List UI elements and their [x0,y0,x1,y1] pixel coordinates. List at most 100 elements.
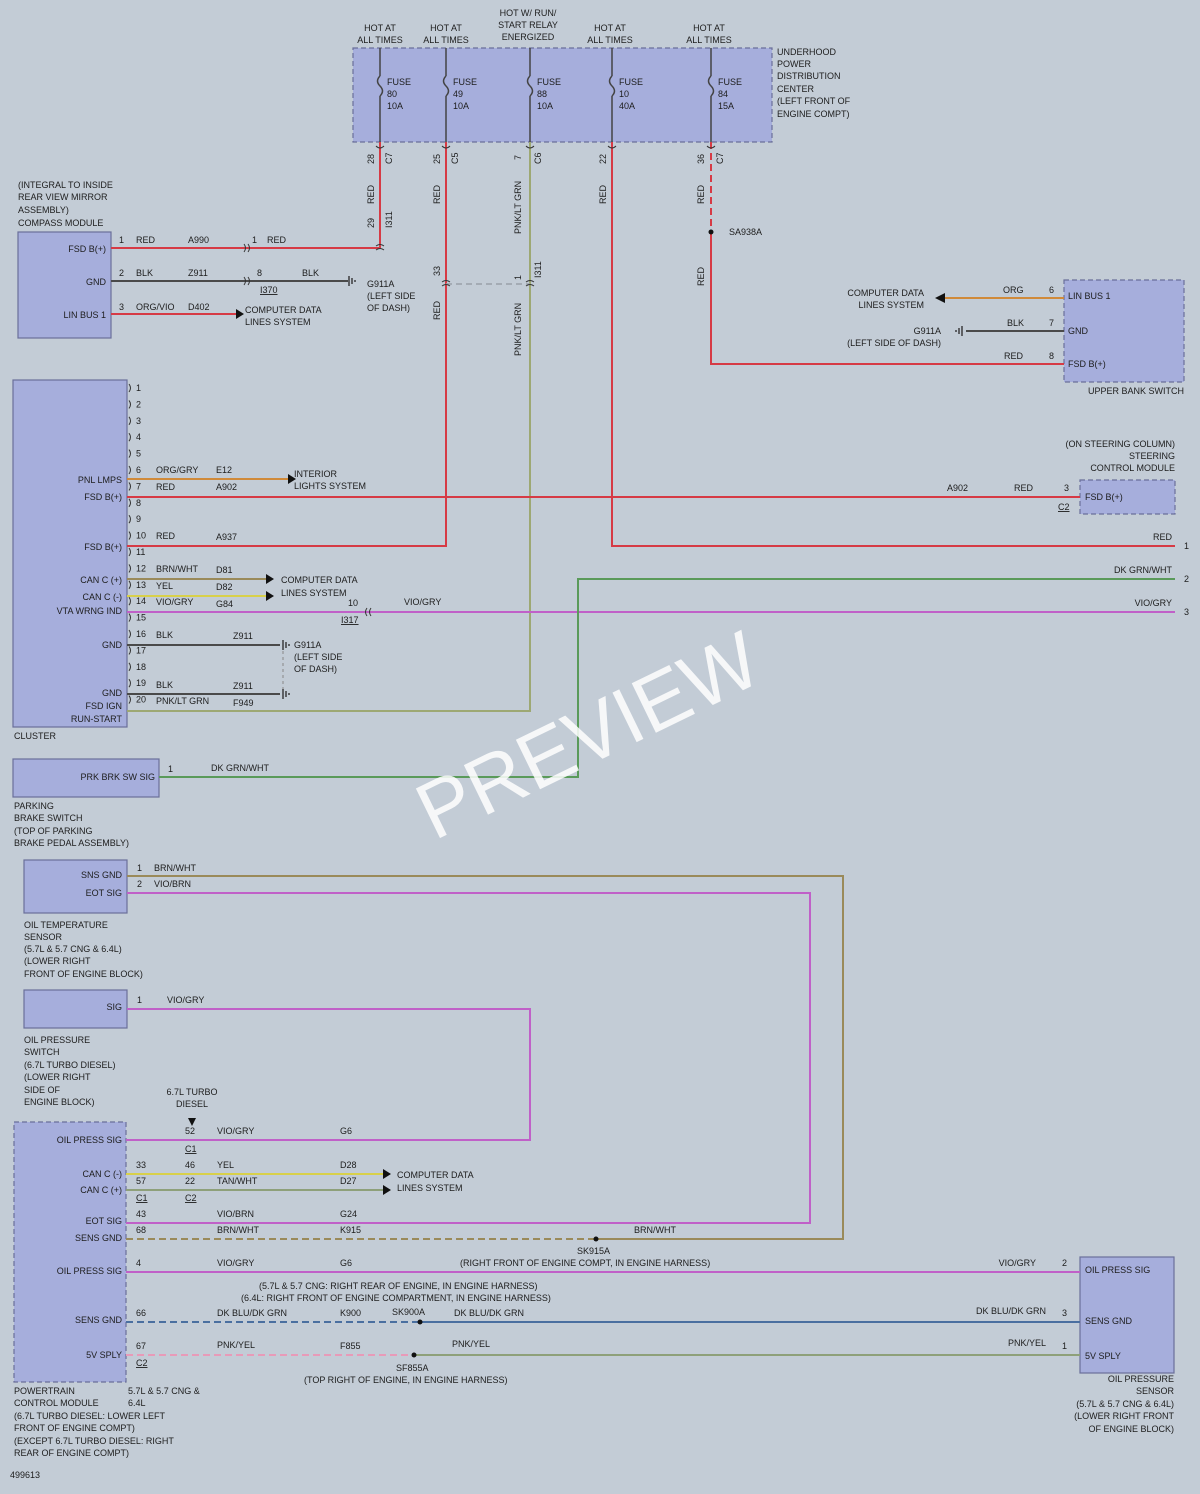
conn-label: I311 [384,211,394,228]
pin-label: CAN C (-) [83,1169,123,1179]
module-desc: (INTEGRAL TO INSIDE [18,180,113,190]
pin-number: 29 [366,218,376,228]
wire-a937-red [127,142,447,547]
power-distribution-center [352,47,773,143]
pin-label: GND [1068,326,1089,336]
cluster-pin-number: 16 [136,629,146,639]
pin-label: EOT SIG [86,888,122,898]
feed-label: ENERGIZED [502,32,555,42]
module-desc: SIDE OF [24,1085,61,1095]
cluster-pin-bracket [128,646,131,655]
wire-color: VIO/GRY [1135,598,1172,608]
pin-number: 33 [432,266,442,276]
feed-label: HOT AT [594,23,626,33]
wire-color: RED [432,300,442,320]
splice-label: SF855A [396,1363,429,1373]
splice-sk900a [417,1319,423,1325]
arrow-icon [266,574,274,584]
cluster-pin-number: 10 [136,531,146,541]
module-name: CLUSTER [14,731,57,741]
system-ref: LIGHTS SYSTEM [294,481,366,491]
module-name: SENSOR [1136,1386,1175,1396]
pin-number: 2 [119,268,124,278]
arrow-icon [236,309,244,319]
module-name: SWITCH [24,1047,60,1057]
circuit-id: G6 [340,1126,352,1136]
pin-number: 46 [185,1160,195,1170]
pin-label: FSD B(+) [68,244,106,254]
wire-color: VIO/BRN [154,879,191,889]
fuse-label: FUSE [718,77,742,87]
circuit-id: D27 [340,1176,357,1186]
module-desc: (LOWER RIGHT [24,1072,91,1082]
wire-color: RED [136,235,156,245]
pin-number: 1 [168,764,173,774]
fuse-rating: 10A [387,101,403,111]
splice-label: SA938A [729,227,762,237]
oil-pressure-switch [23,989,128,1029]
cluster-pin-number: 3 [136,416,141,426]
circuit-id: D81 [216,565,233,575]
pin-number: 33 [136,1160,146,1170]
pin-number: 66 [136,1308,146,1318]
fuse-rating: 15A [718,101,734,111]
cluster-pin-bracket [128,383,131,393]
feed-label: START RELAY [498,20,558,30]
pin-number: 3 [1062,1308,1067,1318]
wire-color: PNK/LT GRN [513,303,523,356]
pin-number: 57 [136,1176,146,1186]
pin-label: SENS GND [1085,1316,1133,1326]
feed-label: ALL TIMES [587,35,633,45]
pin-label: VTA WRNG IND [57,606,123,616]
ground-icon [955,326,963,336]
preview-watermark: PREVIEW [403,614,774,856]
circuit-id: E12 [216,465,232,475]
circuit-id: A902 [947,483,968,493]
cluster-pin-bracket [128,547,131,557]
pin-number: 2 [137,879,142,889]
conn-label: I311 [533,261,543,278]
module-name: POWERTRAIN [14,1386,75,1396]
pdc-pin: 28 [366,154,376,164]
pin-number: 1 [513,275,523,280]
ground-label: OF DASH) [294,664,337,674]
pdc-name: DISTRIBUTION [777,71,841,81]
wire-a990-red [111,142,381,249]
cluster-pin-number: 15 [136,613,146,623]
pin-number: 52 [185,1126,195,1136]
splice-sf855a [411,1352,417,1358]
offpage-number: 3 [1184,607,1189,617]
circuit-id: G6 [340,1258,352,1268]
wire-color: RED [1004,351,1024,361]
cluster-pin-number: 1 [136,383,141,393]
pin-number: 1 [137,995,142,1005]
wire-color: TAN/WHT [217,1176,258,1186]
module-name: UPPER BANK SWITCH [1088,386,1184,396]
fuse-number: 80 [387,89,397,99]
system-ref: COMPUTER DATA [281,575,358,585]
wire-color: BLK [156,630,173,640]
pin-label: FSD IGN [85,701,122,711]
module-name: CONTROL MODULE [1090,463,1175,473]
module-desc: ENGINE BLOCK) [24,1097,95,1107]
ground-label: (LEFT SIDE [294,652,342,662]
arrow-icon [266,591,274,601]
module-desc: REAR VIEW MIRROR [18,192,108,202]
conn-label: C2 [185,1193,197,1203]
fuse-number: 84 [718,89,728,99]
pin-label: FSD B(+) [1085,492,1123,502]
fuse-rating: 10A [537,101,553,111]
cluster-pin-number: 5 [136,449,141,459]
cluster-pin-number: 11 [136,547,145,557]
system-ref: LINES SYSTEM [397,1183,463,1193]
fuse-rating: 40A [619,101,635,111]
wire-color: RED [696,184,706,204]
feed-label: ALL TIMES [686,35,732,45]
pdc-pin: 36 [696,154,706,164]
cluster-pin-bracket [128,498,131,508]
module-desc: (6.7L TURBO DIESEL) [24,1060,116,1070]
wire-color: PNK/YEL [1008,1338,1046,1348]
wire-color: DK GRN/WHT [1114,565,1172,575]
